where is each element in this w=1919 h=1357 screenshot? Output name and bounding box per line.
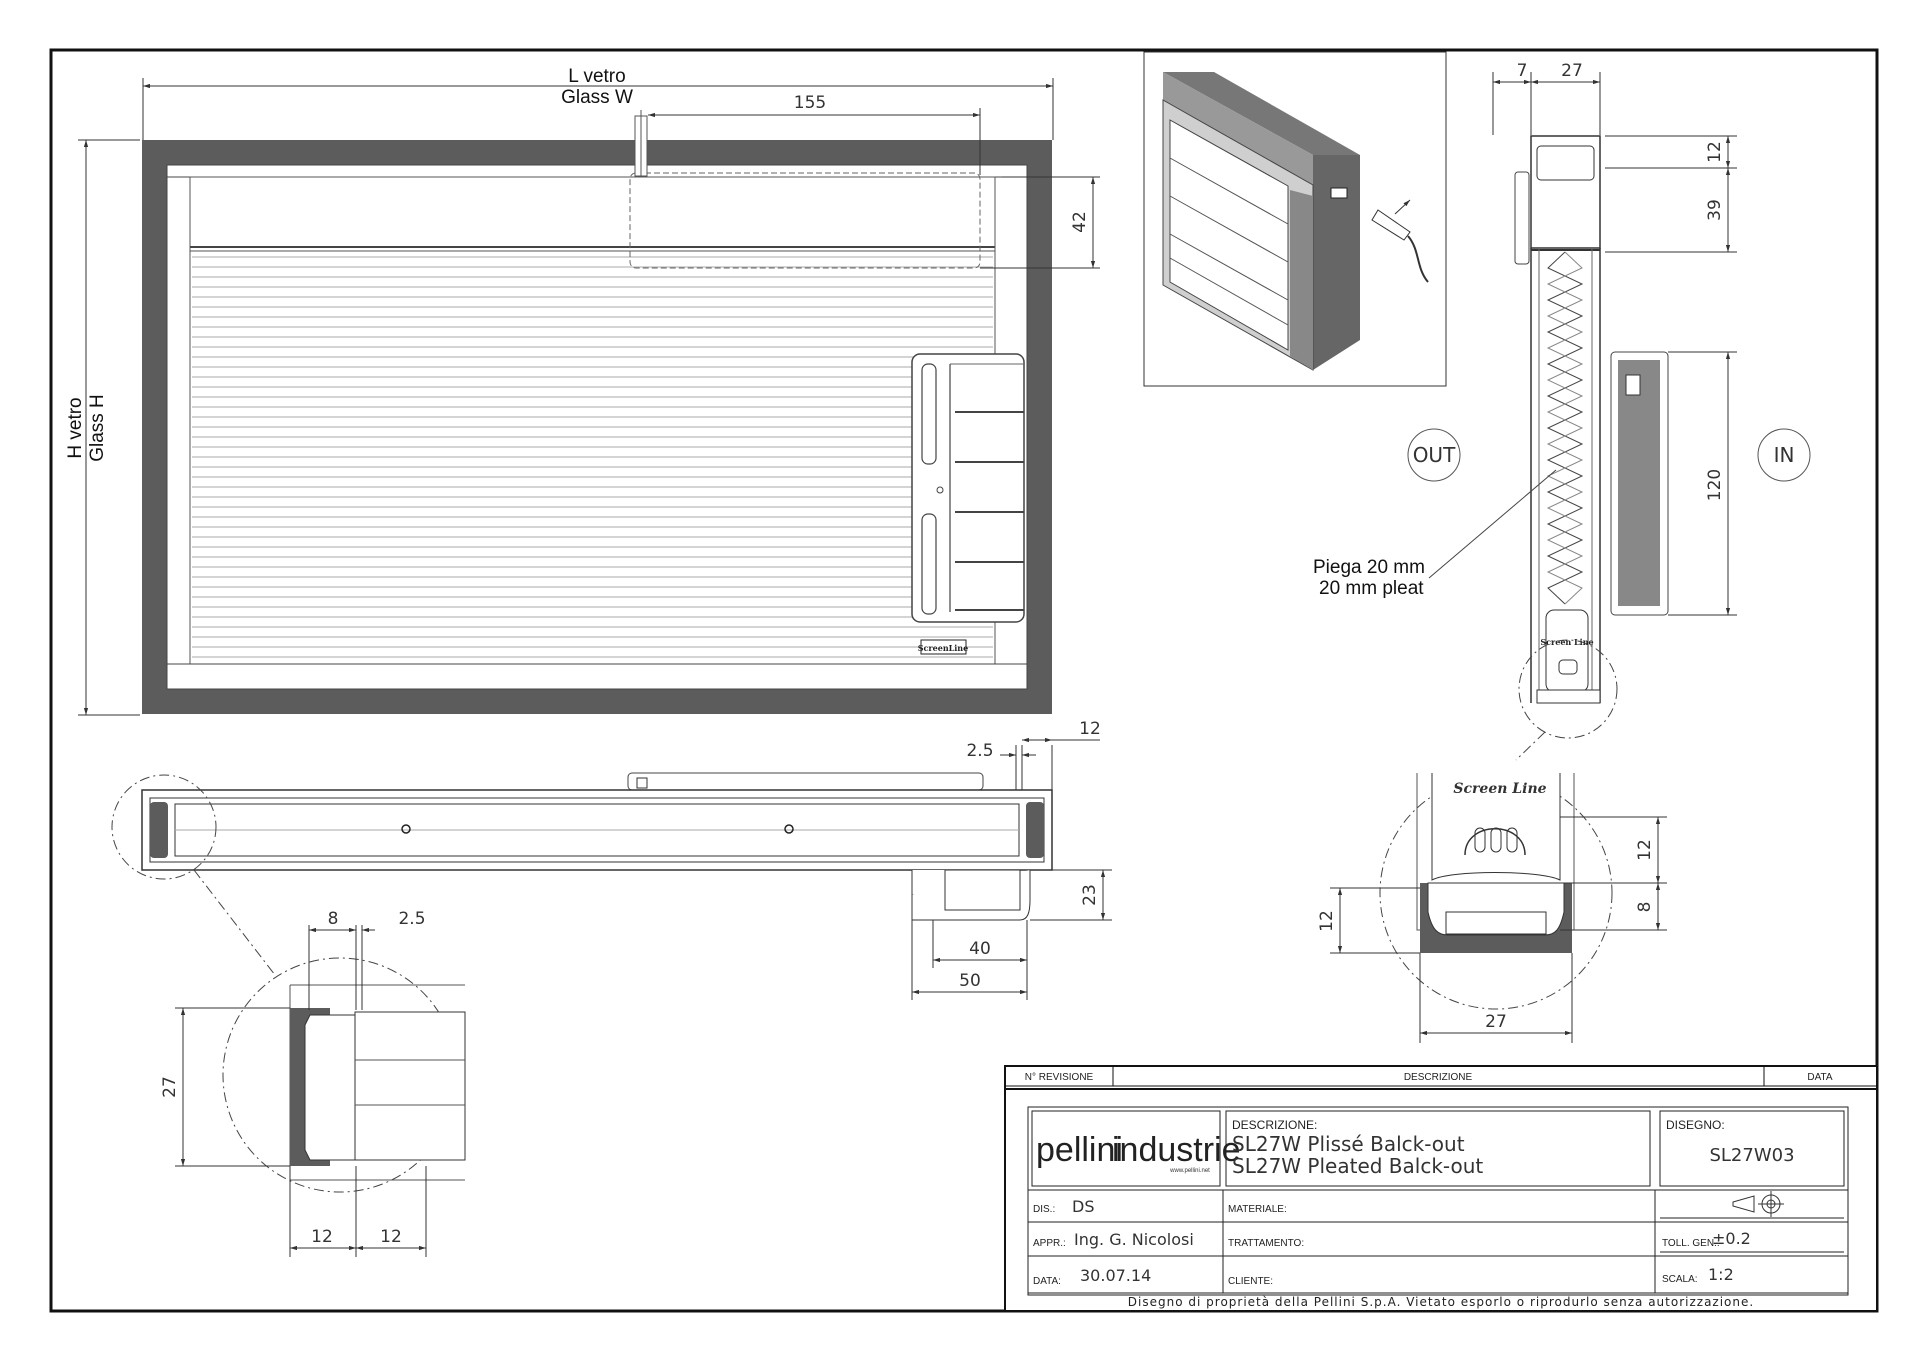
data-value: 30.07.14 — [1080, 1266, 1151, 1285]
dim-50-plan: 50 — [959, 971, 981, 991]
dim-2-5-plan: 2.5 — [966, 741, 993, 761]
dim-12-detail-right: 12 — [1635, 839, 1655, 861]
toll-value: ±0.2 — [1712, 1229, 1751, 1248]
h-vetro-label: H vetro — [65, 397, 86, 458]
date-header: DATA — [1807, 1072, 1833, 1083]
handle-front — [911, 353, 1025, 623]
logo-url: www.pellini.net — [1169, 1168, 1210, 1174]
dim-155: 155 — [794, 93, 826, 113]
dim-12-top: 12 — [1705, 141, 1725, 163]
projection-symbol-icon — [1732, 1191, 1784, 1217]
glass-h-label: Glass H — [87, 394, 108, 462]
dim-27-corner: 27 — [160, 1076, 180, 1098]
glass-w-label: Glass W — [561, 87, 633, 108]
appr-value: Ing. G. Nicolosi — [1074, 1230, 1194, 1249]
dim-7: 7 — [1517, 61, 1528, 81]
dim-120: 120 — [1705, 469, 1725, 501]
front-view: L vetro Glass W H vetro Glass H — [65, 66, 1100, 716]
dim-2-5-corner: 2.5 — [398, 909, 425, 929]
title-block: N° REVISIONE DESCRIZIONE DATA pellini in… — [1004, 1065, 1878, 1312]
dim-40-plan: 40 — [969, 939, 991, 959]
pleated-fabric — [192, 256, 993, 658]
dim-12-corner-right: 12 — [380, 1227, 402, 1247]
disegno-value: SL27W03 — [1709, 1145, 1794, 1166]
desc-line-2: SL27W Pleated Balck-out — [1232, 1154, 1483, 1178]
magnet-box-dashed — [629, 172, 981, 269]
plan-view: 2.5 12 23 40 50 — [111, 719, 1112, 1000]
dis-label: DIS.: — [1033, 1204, 1055, 1215]
scala-value: 1:2 — [1708, 1265, 1734, 1284]
dim-12-detail-left: 12 — [1317, 910, 1337, 932]
dim-8-detail: 8 — [1635, 902, 1655, 913]
dim-23-plan: 23 — [1080, 884, 1100, 906]
dim-12-corner-left: 12 — [311, 1227, 333, 1247]
brand-badge-front: ScreenLine — [918, 643, 968, 653]
data-label: DATA: — [1033, 1276, 1061, 1287]
head-rail — [166, 164, 1028, 178]
revision-header: N° REVISIONE — [1025, 1072, 1094, 1083]
piega-label: Piega 20 mm — [1313, 557, 1425, 578]
dis-value: DS — [1072, 1197, 1094, 1216]
descrizione-label: DESCRIZIONE: — [1232, 1118, 1317, 1132]
pleat-label: 20 mm pleat — [1319, 578, 1424, 599]
pleat-zigzag — [1546, 251, 1584, 605]
in-label: IN — [1774, 443, 1795, 467]
dim-12-plan: 12 — [1079, 719, 1101, 739]
corner-detail: 8 2.5 27 12 12 — [160, 909, 466, 1257]
side-section: 7 27 Screen Line 12 39 120 — [1313, 61, 1811, 1043]
scala-label: SCALA: — [1662, 1274, 1698, 1285]
dim-8-corner: 8 — [328, 909, 339, 929]
trattamento-label: TRATTAMENTO: — [1228, 1238, 1304, 1249]
dim-39: 39 — [1705, 199, 1725, 221]
iso-view — [1143, 51, 1447, 387]
sheet-border — [49, 48, 1879, 1313]
cliente-label: CLIENTE: — [1228, 1276, 1273, 1287]
disegno-label: DISEGNO: — [1666, 1118, 1725, 1132]
l-vetro-label: L vetro — [568, 66, 625, 87]
brand-detail: Screen Line — [1453, 781, 1546, 797]
dim-42: 42 — [1070, 211, 1090, 233]
description-header: DESCRIZIONE — [1404, 1072, 1473, 1083]
dim-27-detail: 27 — [1485, 1012, 1507, 1032]
brand-side: Screen Line — [1540, 637, 1593, 647]
ownership-footer: Disegno di proprietà della Pellini S.p.A… — [1128, 1295, 1754, 1309]
materiale-label: MATERIALE: — [1228, 1204, 1287, 1215]
dim-27-top: 27 — [1561, 61, 1583, 81]
toll-label: TOLL. GEN.: — [1662, 1238, 1720, 1249]
logo-industrie: industrie — [1112, 1131, 1241, 1169]
out-label: OUT — [1413, 443, 1456, 467]
logo-pellini: pellini — [1036, 1131, 1123, 1169]
appr-label: APPR.: — [1033, 1238, 1066, 1249]
desc-line-1: SL27W Plissé Balck-out — [1232, 1132, 1465, 1156]
